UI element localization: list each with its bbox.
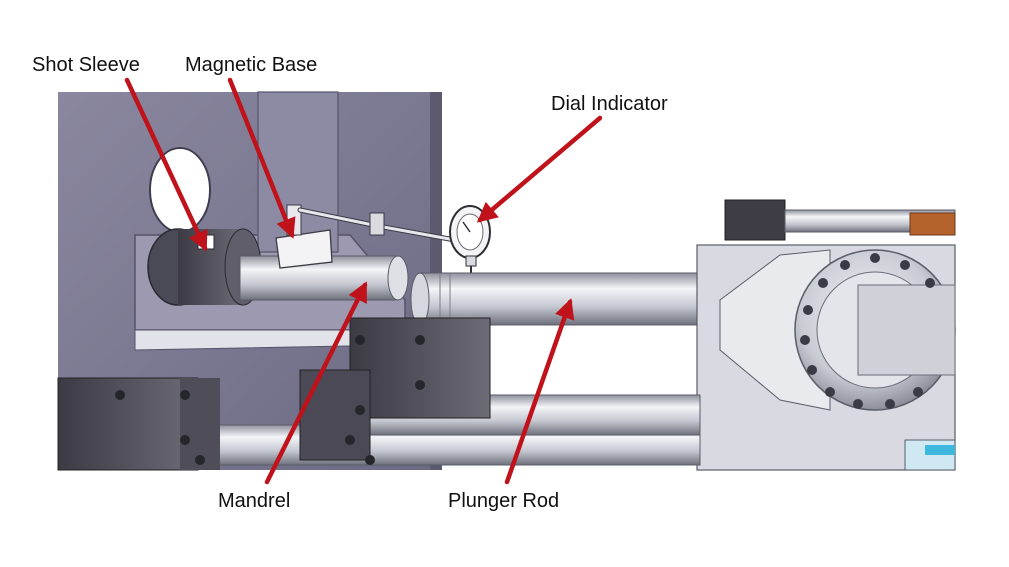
magnetic-base <box>275 204 458 269</box>
label-magnetic-base: Magnetic Base <box>185 54 318 76</box>
arrow-dial-indicator <box>476 115 603 223</box>
injection-cylinder <box>696 199 956 471</box>
label-mandrel: Mandrel <box>218 490 291 512</box>
arrow-magnetic-base <box>227 77 296 239</box>
label-dial-indicator: Dial Indicator <box>551 93 668 115</box>
callout-arrows <box>124 77 603 485</box>
arrow-plunger-rod <box>504 298 575 485</box>
label-shot-sleeve: Shot Sleeve <box>32 54 140 76</box>
tie-bars <box>57 317 701 471</box>
arrow-mandrel <box>264 281 368 485</box>
arrow-shot-sleeve <box>124 77 208 252</box>
label-plunger-rod: Plunger Rod <box>448 490 560 512</box>
